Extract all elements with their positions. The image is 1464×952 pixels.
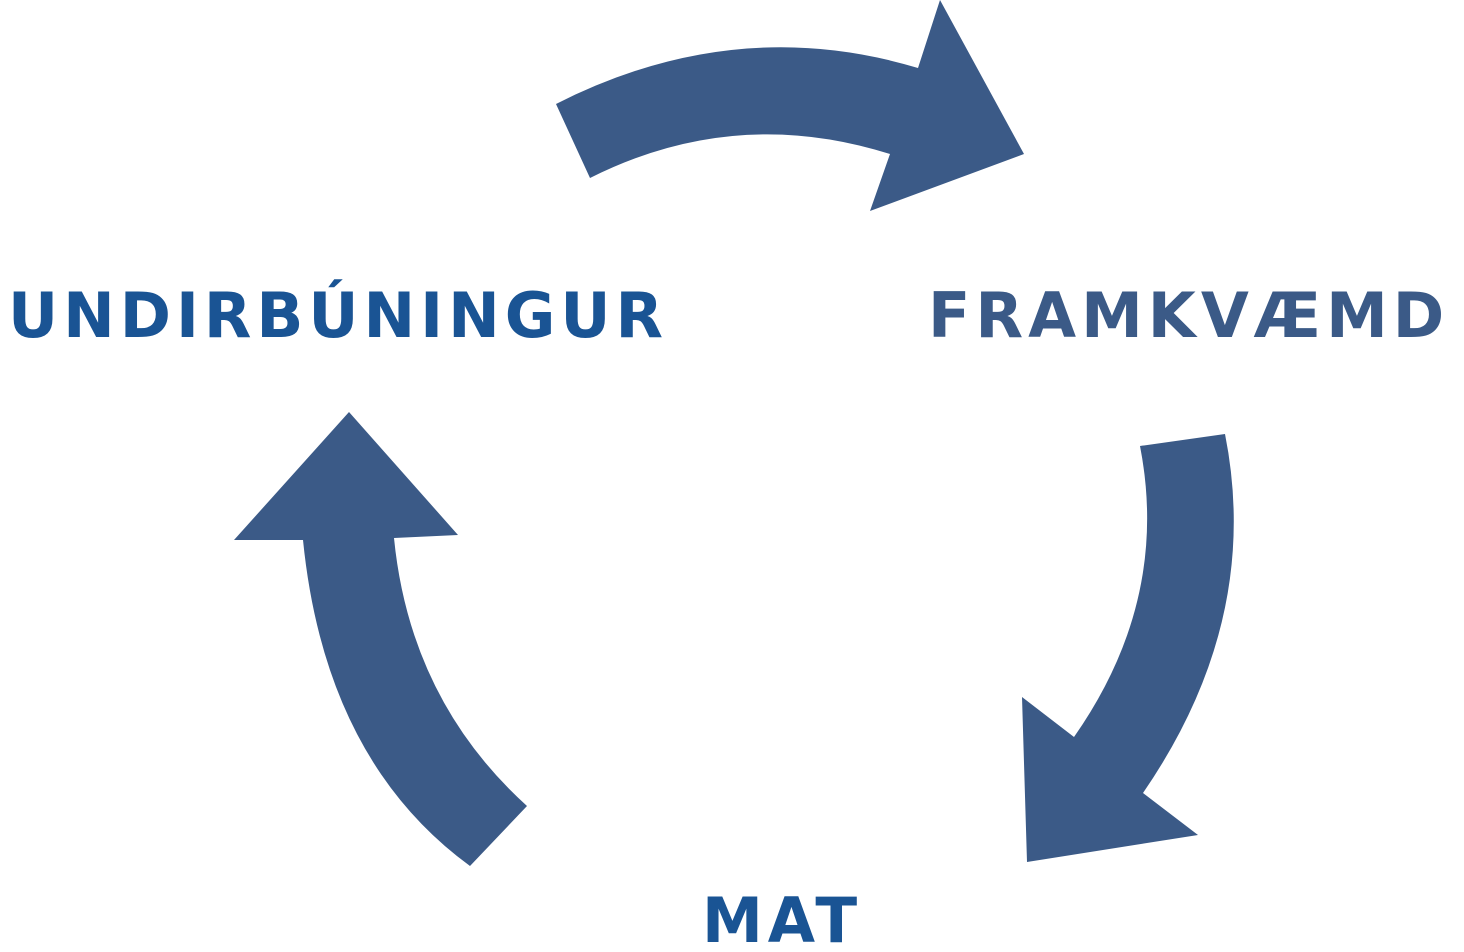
arrow-evaluation-to-preparation (234, 412, 527, 866)
stage-label-evaluation: MAT (702, 884, 862, 952)
stage-label-preparation: UNDIRBÚNINGUR (8, 279, 668, 352)
arrow-execution-to-evaluation (1022, 434, 1234, 862)
arrow-preparation-to-execution (556, 0, 1024, 211)
stage-label-execution: FRAMKVÆMD (928, 279, 1449, 352)
